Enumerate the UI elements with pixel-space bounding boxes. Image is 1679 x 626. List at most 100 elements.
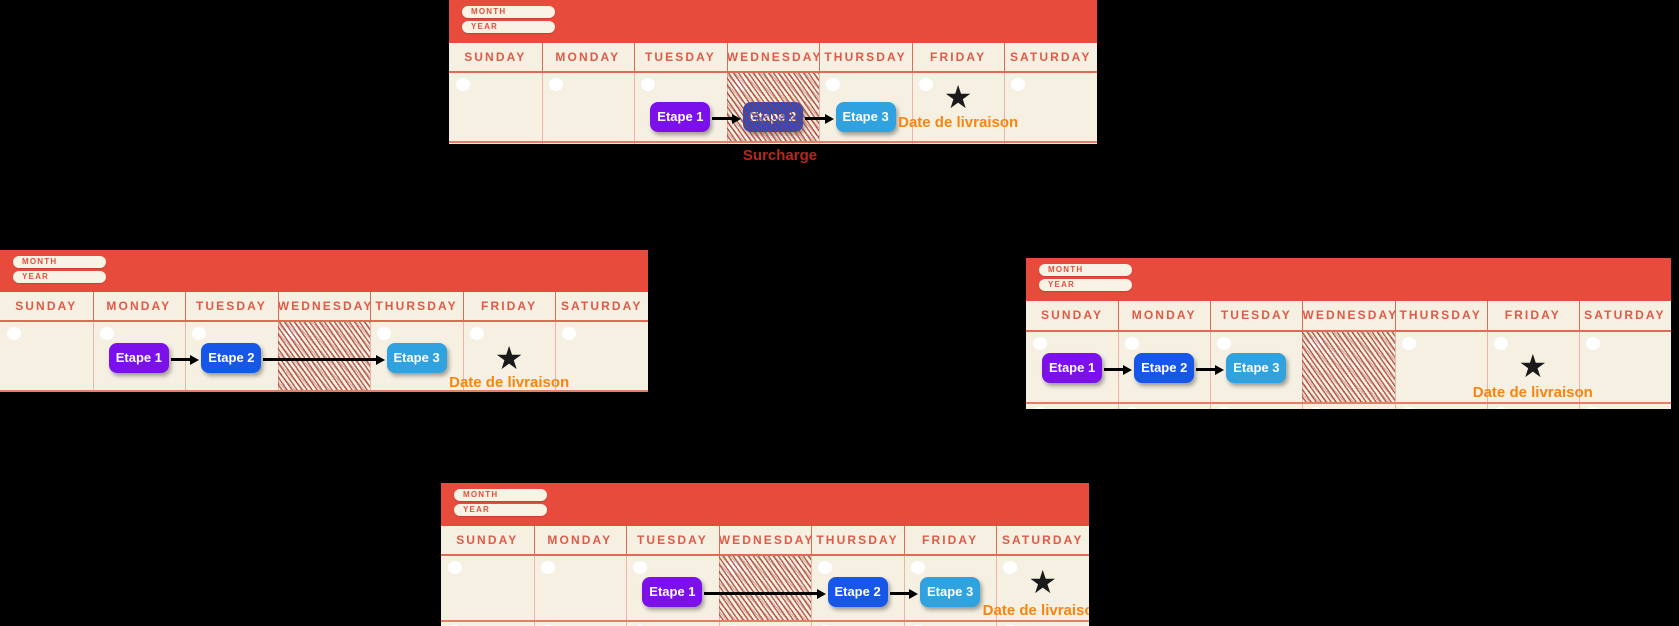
hole-dot [448, 561, 462, 574]
row-separator-line [449, 141, 1097, 143]
hole-dot [1011, 78, 1026, 91]
year-input[interactable]: YEAR [462, 21, 555, 33]
hole-dot [540, 561, 555, 574]
day-header-sunday: SUNDAY [15, 299, 78, 313]
grid-line [996, 556, 998, 626]
flow-arrow-head-icon [732, 113, 741, 124]
day-header-monday: MONDAY [555, 50, 621, 64]
month-input[interactable]: MONTH [1039, 264, 1132, 276]
row-separator-line [1026, 402, 1671, 404]
flow-arrow-line [170, 358, 193, 361]
delivery-star-icon: ★ [1518, 348, 1548, 384]
day-header-thursday: THURSDAY [816, 533, 899, 547]
task-etape-1[interactable]: Etape 1 [108, 343, 169, 373]
hole-dot [1585, 337, 1600, 350]
hole-dot [548, 78, 563, 91]
flow-arrow-head-icon [816, 588, 826, 599]
day-separator-line [911, 43, 913, 71]
day-header-thursday: THURSDAY [1399, 308, 1482, 322]
grid-line [626, 556, 628, 626]
flow-arrow-head-icon [375, 354, 385, 365]
day-separator-line [533, 526, 535, 554]
task-etape-3[interactable]: Etape 3 [835, 102, 896, 132]
day-header-wednesday: WEDNESDAY [718, 533, 812, 547]
task-etape-2[interactable]: Etape 2 [827, 577, 888, 607]
year-input[interactable]: YEAR [454, 504, 547, 516]
day-separator-line [718, 526, 720, 554]
delivery-date-label: Date de livraison [449, 374, 570, 391]
hole-dot [910, 561, 925, 574]
hole-dot [818, 561, 833, 574]
row-separator-line [441, 620, 1089, 622]
hole-dot [1033, 407, 1047, 409]
day-header-wednesday: WEDNESDAY [726, 50, 820, 64]
hole-dot [826, 78, 841, 91]
day-separator-line [1486, 301, 1488, 330]
day-header-friday: FRIDAY [922, 533, 979, 547]
day-separator-line [1394, 301, 1396, 330]
day-header-sunday: SUNDAY [464, 50, 527, 64]
flow-arrow-line [712, 117, 734, 120]
day-separator-line [92, 292, 94, 320]
day-header-wednesday: WEDNESDAY [277, 299, 371, 313]
month-input[interactable]: MONTH [13, 256, 106, 268]
grid-line [1210, 332, 1212, 409]
task-etape-2[interactable]: Etape 2 [201, 343, 262, 373]
delivery-date-label: Date de livraison [982, 602, 1089, 619]
overload-hatch [718, 556, 812, 620]
day-separator-line [1302, 301, 1304, 330]
task-etape-1[interactable]: Etape 1 [650, 102, 711, 132]
day-separator-line [1004, 43, 1006, 71]
grid-line [185, 322, 187, 392]
hole-dot [1309, 407, 1324, 409]
grid-line [1486, 332, 1488, 409]
day-header-monday: MONDAY [547, 533, 613, 547]
overload-hatch [277, 322, 371, 390]
day-header-friday: FRIDAY [1504, 308, 1561, 322]
grid-line [1394, 332, 1396, 409]
flow-arrow-head-icon [909, 588, 919, 599]
flow-arrow-line [1104, 368, 1126, 371]
day-separator-line [996, 526, 998, 554]
year-input[interactable]: YEAR [1039, 279, 1132, 291]
hole-dot [562, 327, 577, 340]
flow-arrow-head-icon [1123, 364, 1133, 375]
hole-dot [1493, 337, 1508, 350]
hole-dot [456, 78, 470, 91]
day-header-sunday: SUNDAY [1040, 308, 1104, 322]
grid-line [462, 322, 464, 392]
day-separator-line [1118, 301, 1120, 330]
task-etape-3[interactable]: Etape 3 [1226, 353, 1287, 383]
task-etape-3[interactable]: Etape 3 [386, 343, 447, 373]
grid-line [555, 322, 557, 392]
row-separator-line [0, 390, 648, 392]
hole-dot [99, 327, 114, 340]
day-header-tuesday: TUESDAY [644, 50, 716, 64]
day-separator-line [462, 292, 464, 320]
delivery-star-icon: ★ [943, 79, 973, 115]
day-header-tuesday: TUESDAY [195, 299, 267, 313]
month-input[interactable]: MONTH [454, 489, 547, 501]
grid-line [811, 556, 813, 626]
grid-line [92, 322, 94, 392]
task-etape-2[interactable]: Etape 2 [1134, 353, 1195, 383]
delivery-star-icon: ★ [1028, 564, 1058, 600]
hole-dot [1217, 407, 1232, 409]
grid-line [903, 556, 905, 626]
task-etape-1[interactable]: Etape 1 [1042, 353, 1103, 383]
grid-line [819, 73, 821, 144]
day-header-saturday: SATURDAY [560, 299, 643, 313]
hole-dot [1125, 337, 1140, 350]
year-input[interactable]: YEAR [13, 271, 106, 283]
task-etape-3[interactable]: Etape 3 [920, 577, 981, 607]
day-separator-line [1210, 301, 1212, 330]
task-etape-1[interactable]: Etape 1 [642, 577, 703, 607]
month-input[interactable]: MONTH [462, 6, 555, 18]
hole-dot [1585, 407, 1600, 409]
hole-dot [1217, 337, 1232, 350]
day-header-saturday: SATURDAY [1584, 308, 1666, 322]
